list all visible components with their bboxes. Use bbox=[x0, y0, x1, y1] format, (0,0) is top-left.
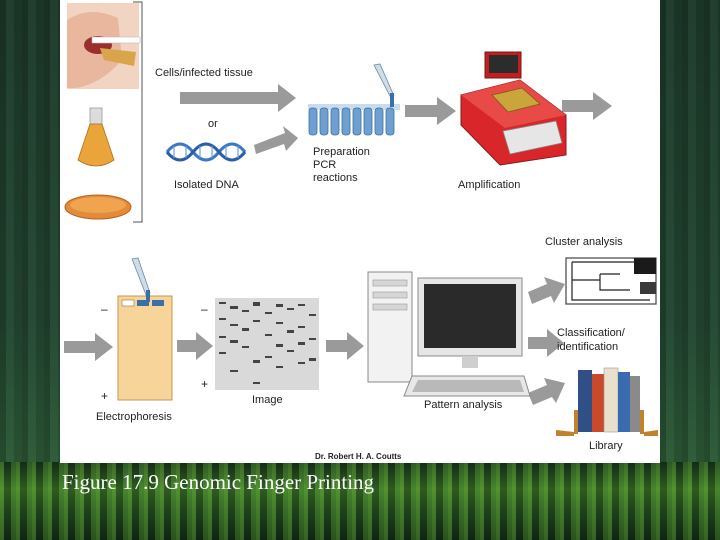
arrow-dna-to-tubes bbox=[254, 126, 298, 154]
flask-icon bbox=[77, 107, 115, 167]
figure-credit: Dr. Robert H. A. Coutts bbox=[315, 452, 402, 461]
label-identification: identification bbox=[557, 341, 619, 353]
label-image-plus: + bbox=[201, 377, 209, 391]
label-pcr: PCR bbox=[313, 159, 337, 171]
label-classification: Classification/ bbox=[557, 327, 625, 339]
label-preparation: Preparation bbox=[313, 146, 370, 158]
arrow-to-gel bbox=[64, 333, 113, 361]
arrow-to-computer bbox=[326, 332, 364, 360]
label-amplification: Amplification bbox=[458, 179, 521, 191]
slide-footer-band bbox=[0, 462, 720, 540]
label-pattern-analysis: Pattern analysis bbox=[424, 399, 503, 411]
label-library: Library bbox=[589, 440, 623, 452]
arrow-to-cluster bbox=[528, 277, 565, 304]
pcr-tubes-icon bbox=[308, 63, 400, 136]
label-gel-minus: – bbox=[101, 302, 108, 316]
label-cells-tissue: Cells/infected tissue bbox=[155, 67, 253, 79]
arrow-to-image bbox=[177, 332, 213, 360]
gel-image-icon bbox=[215, 298, 319, 390]
petri-dish-icon bbox=[64, 194, 132, 220]
arrow-from-amplification bbox=[562, 92, 612, 120]
label-cluster-analysis: Cluster analysis bbox=[545, 236, 623, 248]
arrow-to-tubes bbox=[180, 84, 296, 112]
label-reactions: reactions bbox=[313, 172, 358, 184]
label-image: Image bbox=[252, 394, 283, 406]
label-isolated-dna: Isolated DNA bbox=[174, 179, 239, 191]
label-electrophoresis: Electrophoresis bbox=[96, 411, 172, 423]
library-books-icon bbox=[556, 367, 658, 436]
label-gel-plus: + bbox=[101, 389, 109, 403]
computer-icon bbox=[367, 271, 531, 397]
arrow-to-library bbox=[528, 378, 565, 405]
dendrogram-icon bbox=[565, 257, 657, 305]
mouth-swab-icon bbox=[67, 3, 141, 89]
slide-caption: Figure 17.9 Genomic Finger Printing bbox=[62, 470, 375, 494]
electrophoresis-gel-icon bbox=[117, 257, 173, 401]
label-image-minus: – bbox=[201, 302, 208, 316]
thermocycler-icon bbox=[460, 51, 567, 166]
label-or: or bbox=[208, 118, 218, 130]
arrow-to-thermocycler bbox=[405, 97, 456, 125]
sources-bracket bbox=[133, 1, 143, 223]
dna-helix-icon bbox=[165, 142, 247, 162]
arrow-to-classification bbox=[528, 329, 564, 357]
